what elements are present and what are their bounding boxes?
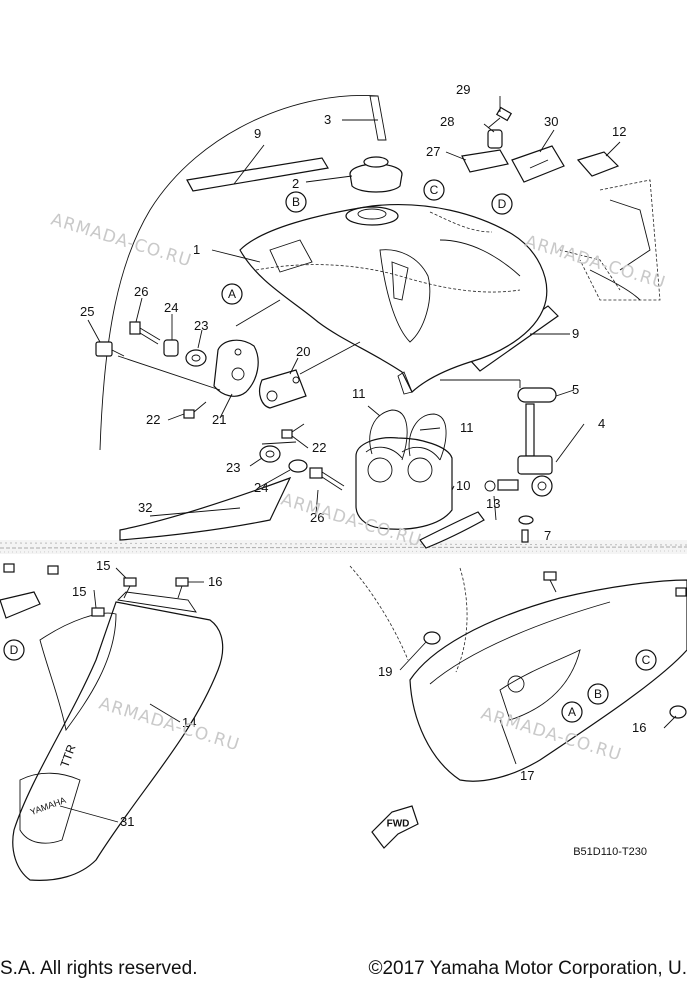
copyright-right-text: ©2017 Yamaha Motor Corporation, U.	[368, 958, 687, 979]
callout-11-right: 11	[460, 420, 474, 435]
callout-23-lower: 23	[226, 460, 240, 475]
fuel-cock-4	[497, 403, 553, 497]
callout-23-upper: 23	[194, 318, 208, 333]
copyright-footer: S.A. All rights reserved. ©2017 Yamaha M…	[0, 958, 687, 986]
ref-letter-c-lower: C	[642, 653, 651, 667]
screw-22-right	[281, 423, 305, 439]
bracket-left-d	[0, 591, 41, 619]
bracket-27	[461, 149, 509, 173]
side-cover-right-17	[349, 565, 687, 782]
callout-9-upper: 9	[254, 126, 261, 141]
callout-28: 28	[440, 114, 454, 129]
fwd-label: FWD	[387, 819, 410, 830]
callout-1: 1	[193, 242, 200, 257]
side-cover-left-14: TTR YAMAHA	[12, 591, 224, 881]
callout-11-left: 11	[352, 386, 366, 401]
callout-27: 27	[426, 144, 440, 159]
callout-21: 21	[212, 412, 226, 427]
bolt-26-upper	[129, 321, 161, 345]
callout-14: 14	[182, 715, 196, 730]
callout-13: 13	[486, 496, 500, 511]
leader-lines	[117, 299, 361, 445]
callout-12: 12	[612, 124, 626, 139]
callout-16-right: 16	[632, 720, 646, 735]
callout-2: 2	[292, 176, 299, 191]
callout-4: 4	[598, 416, 605, 431]
callout-22-left: 22	[146, 412, 160, 427]
callout-22-right: 22	[312, 440, 326, 455]
callout-leaders	[59, 96, 677, 823]
fuel-cap	[349, 156, 403, 193]
copyright-left-text: S.A. All rights reserved.	[0, 958, 198, 979]
ref-letter-d-upper: D	[498, 197, 507, 211]
canister-10	[355, 437, 453, 530]
hose-13	[419, 511, 485, 549]
bolt-26-lower	[309, 467, 345, 491]
emblem-32	[119, 476, 292, 541]
reference-letters: A B C D A B C D	[3, 179, 657, 723]
callout-19: 19	[378, 664, 392, 679]
clip-6	[484, 480, 496, 492]
band-11	[369, 409, 447, 461]
ref-letter-b-lower: B	[594, 687, 602, 701]
washer-7	[518, 515, 534, 543]
callout-16-left: 16	[208, 574, 222, 589]
screw-right-edge	[675, 587, 687, 597]
callout-31: 31	[120, 814, 134, 829]
bracket-30	[511, 145, 565, 183]
scan-band	[0, 540, 687, 554]
callout-17: 17	[520, 768, 534, 783]
rubber-pad-12	[576, 151, 620, 177]
screw-16-right	[669, 705, 687, 719]
grommet-23-lower	[259, 445, 281, 463]
callout-15-upper: 15	[96, 558, 110, 573]
callout-9-lower: 9	[572, 326, 579, 341]
ref-letter-a-upper: A	[228, 287, 236, 301]
frame-segment	[559, 179, 661, 301]
part-code: B51D110-T230	[573, 846, 647, 858]
collar-24-upper	[163, 339, 179, 357]
callout-29: 29	[456, 82, 470, 97]
callout-30: 30	[544, 114, 558, 129]
fuel-tank	[239, 204, 548, 395]
screw-left-edge	[3, 563, 59, 575]
callout-15-lower: 15	[72, 584, 86, 599]
watermark-1: ARMADA-CO.RU	[49, 210, 195, 272]
screw-15-lower	[91, 607, 105, 617]
callout-numbers: 1 2 3 4 5 6 7 9 9 10 11 11 12 13 14 15 1…	[72, 82, 646, 829]
collar-24-lower	[288, 459, 308, 473]
screw-22-left	[183, 401, 207, 419]
collar-28	[487, 129, 503, 149]
bracket-20	[258, 369, 307, 409]
callout-7: 7	[544, 528, 551, 543]
ref-letter-d-lower: D	[10, 643, 19, 657]
callout-25: 25	[80, 304, 94, 319]
bracket-21	[213, 339, 259, 397]
tank-pad-upper	[186, 157, 329, 192]
screw-15-upper	[123, 577, 137, 599]
callout-24-lower: 24	[254, 480, 268, 495]
gasket-5	[517, 387, 557, 403]
callout-26-upper: 26	[134, 284, 148, 299]
callout-3: 3	[324, 112, 331, 127]
callout-20: 20	[296, 344, 310, 359]
screw-right-top	[543, 571, 557, 593]
callout-24-upper: 24	[164, 300, 178, 315]
fwd-arrow-icon: FWD	[371, 805, 419, 849]
screw-19	[423, 631, 441, 645]
callout-10: 10	[456, 478, 470, 493]
ref-letter-b-upper: B	[292, 195, 300, 209]
ref-letter-c-upper: C	[430, 183, 439, 197]
ref-letter-a-lower: A	[568, 705, 576, 719]
callout-5: 5	[572, 382, 579, 397]
screw-16-left	[175, 577, 189, 599]
bolt-25	[95, 341, 125, 357]
callout-32: 32	[138, 500, 152, 515]
callout-26-lower: 26	[310, 510, 324, 525]
grommet-23-upper	[185, 349, 207, 367]
